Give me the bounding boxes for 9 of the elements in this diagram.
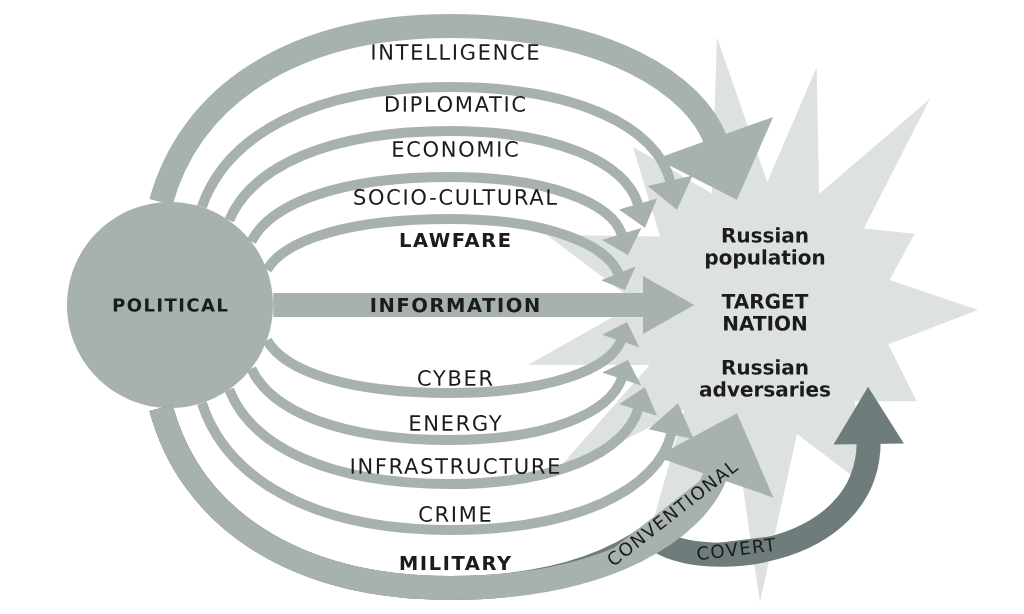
edge-label: CRIME [419, 506, 491, 522]
arrow-label: MILITARY [400, 555, 512, 571]
edge-label: CYBER [418, 370, 493, 386]
edge-label: ENERGY [410, 415, 502, 431]
arrow [262, 214, 636, 290]
edge-label: ECONOMIC [393, 141, 518, 157]
circle-node: POLITICAL [67, 202, 273, 408]
edge-label: DIPLOMATIC [386, 96, 525, 112]
edge-label: LAWFARE [400, 232, 510, 248]
